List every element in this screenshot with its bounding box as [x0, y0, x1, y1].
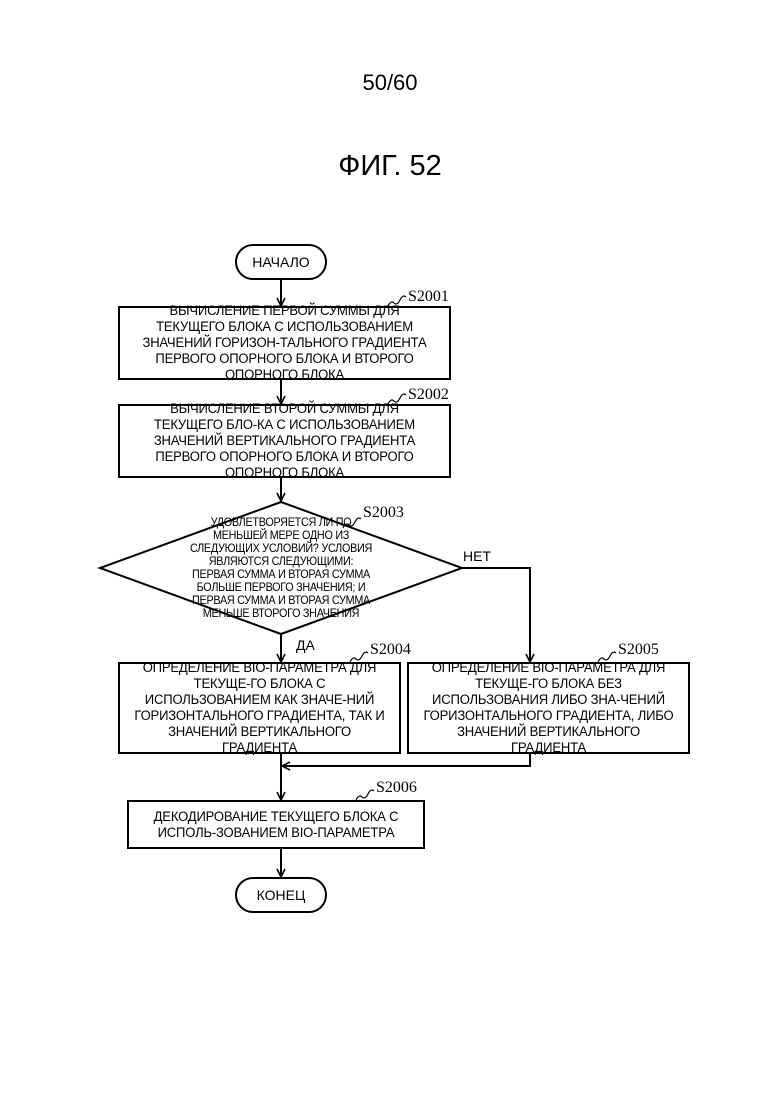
branch-no-label: НЕТ	[463, 548, 491, 564]
step-id-s2002: S2002	[408, 386, 449, 404]
step-s2006-text: ДЕКОДИРОВАНИЕ ТЕКУЩЕГО БЛОКА С ИСПОЛЬ-ЗО…	[142, 803, 411, 846]
step-id-s2004: S2004	[370, 641, 411, 659]
step-s2004-text: ОПРЕДЕЛЕНИЕ BIO-ПАРАМЕТРА ДЛЯ ТЕКУЩЕ-ГО …	[134, 668, 385, 748]
decision-s2003-text: УДОВЛЕТВОРЯЕТСЯ ЛИ ПО МЕНЬШЕЙ МЕРЕ ОДНО …	[187, 520, 376, 616]
step-s2002-text: ВЫЧИСЛЕНИЕ ВТОРОЙ СУММЫ ДЛЯ ТЕКУЩЕГО БЛО…	[134, 407, 435, 475]
start-label: НАЧАЛО	[236, 245, 326, 279]
branch-yes-label: ДА	[296, 637, 315, 653]
leader-s2006	[356, 790, 374, 800]
arrow-no-to-s2005	[462, 568, 530, 662]
end-label: КОНЕЦ	[236, 878, 326, 912]
step-s2001-text: ВЫЧИСЛЕНИЕ ПЕРВОЙ СУММЫ ДЛЯ ТЕКУЩЕГО БЛО…	[134, 309, 435, 377]
step-id-s2001: S2001	[408, 288, 449, 306]
step-id-s2003: S2003	[363, 504, 404, 522]
step-id-s2006: S2006	[376, 779, 417, 797]
step-id-s2005: S2005	[618, 641, 659, 659]
step-s2005-text: ОПРЕДЕЛЕНИЕ BIO-ПАРАМЕТРА ДЛЯ ТЕКУЩЕ-ГО …	[423, 668, 674, 748]
